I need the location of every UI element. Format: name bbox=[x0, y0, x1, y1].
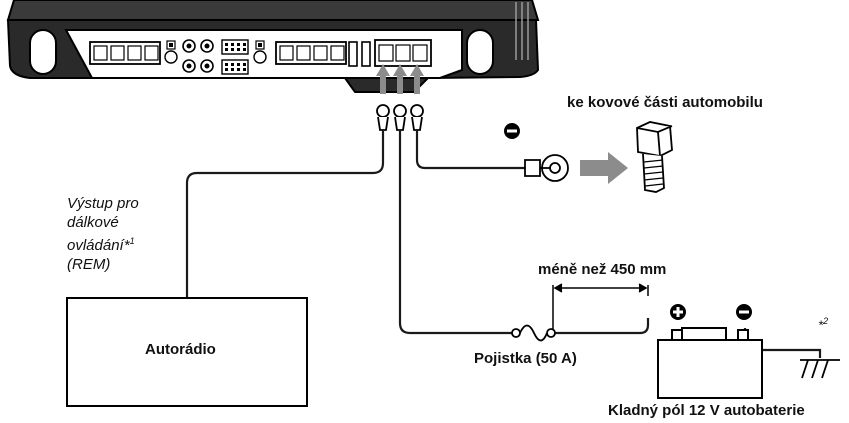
plus-icon bbox=[670, 304, 686, 320]
distance-dimension bbox=[552, 283, 649, 330]
ground-arrow bbox=[580, 152, 628, 184]
distance-label: méně než 450 mm bbox=[538, 261, 667, 278]
battery bbox=[657, 327, 763, 399]
head-unit-box bbox=[66, 297, 308, 407]
minus-icon bbox=[504, 123, 520, 139]
power-wire-battery bbox=[555, 318, 650, 335]
insertion-arrows bbox=[376, 64, 424, 94]
bolt-icon bbox=[636, 121, 673, 193]
ring-terminals bbox=[376, 104, 424, 131]
battery-minus-icon bbox=[736, 304, 752, 320]
ground-destination-label: ke kovové části automobilu bbox=[567, 94, 763, 111]
power-wire bbox=[398, 130, 512, 335]
rem-label-line-1: Výstup pro bbox=[67, 195, 139, 212]
speaker-terminal-block-left bbox=[89, 41, 161, 65]
amplifier-lid bbox=[6, 0, 540, 21]
battery-label: Kladný pól 12 V autobaterie bbox=[608, 402, 805, 419]
rem-label-line-4: (REM) bbox=[67, 256, 111, 273]
ground-ring-terminal bbox=[524, 154, 569, 182]
amplifier bbox=[6, 0, 540, 93]
rem-wire bbox=[185, 130, 385, 298]
inline-fuse bbox=[511, 324, 556, 342]
right-foot bbox=[466, 29, 494, 75]
left-foot bbox=[29, 29, 57, 75]
speaker-terminal-block-right bbox=[275, 41, 347, 65]
ground-symbol-icon bbox=[800, 359, 840, 379]
rem-label-line-2: dálkové bbox=[67, 214, 119, 231]
head-unit-label: Autorádio bbox=[145, 341, 216, 358]
rem-label-line-3: ovládání*1 bbox=[67, 236, 135, 254]
footnote-2-mark: *2 bbox=[818, 316, 829, 333]
power-terminal-block bbox=[374, 39, 432, 67]
fuse-label: Pojistka (50 A) bbox=[474, 350, 577, 367]
rem-output-label: Výstup pro dálkové ovládání*1 (REM) bbox=[67, 194, 139, 274]
ground-wire bbox=[415, 130, 525, 170]
